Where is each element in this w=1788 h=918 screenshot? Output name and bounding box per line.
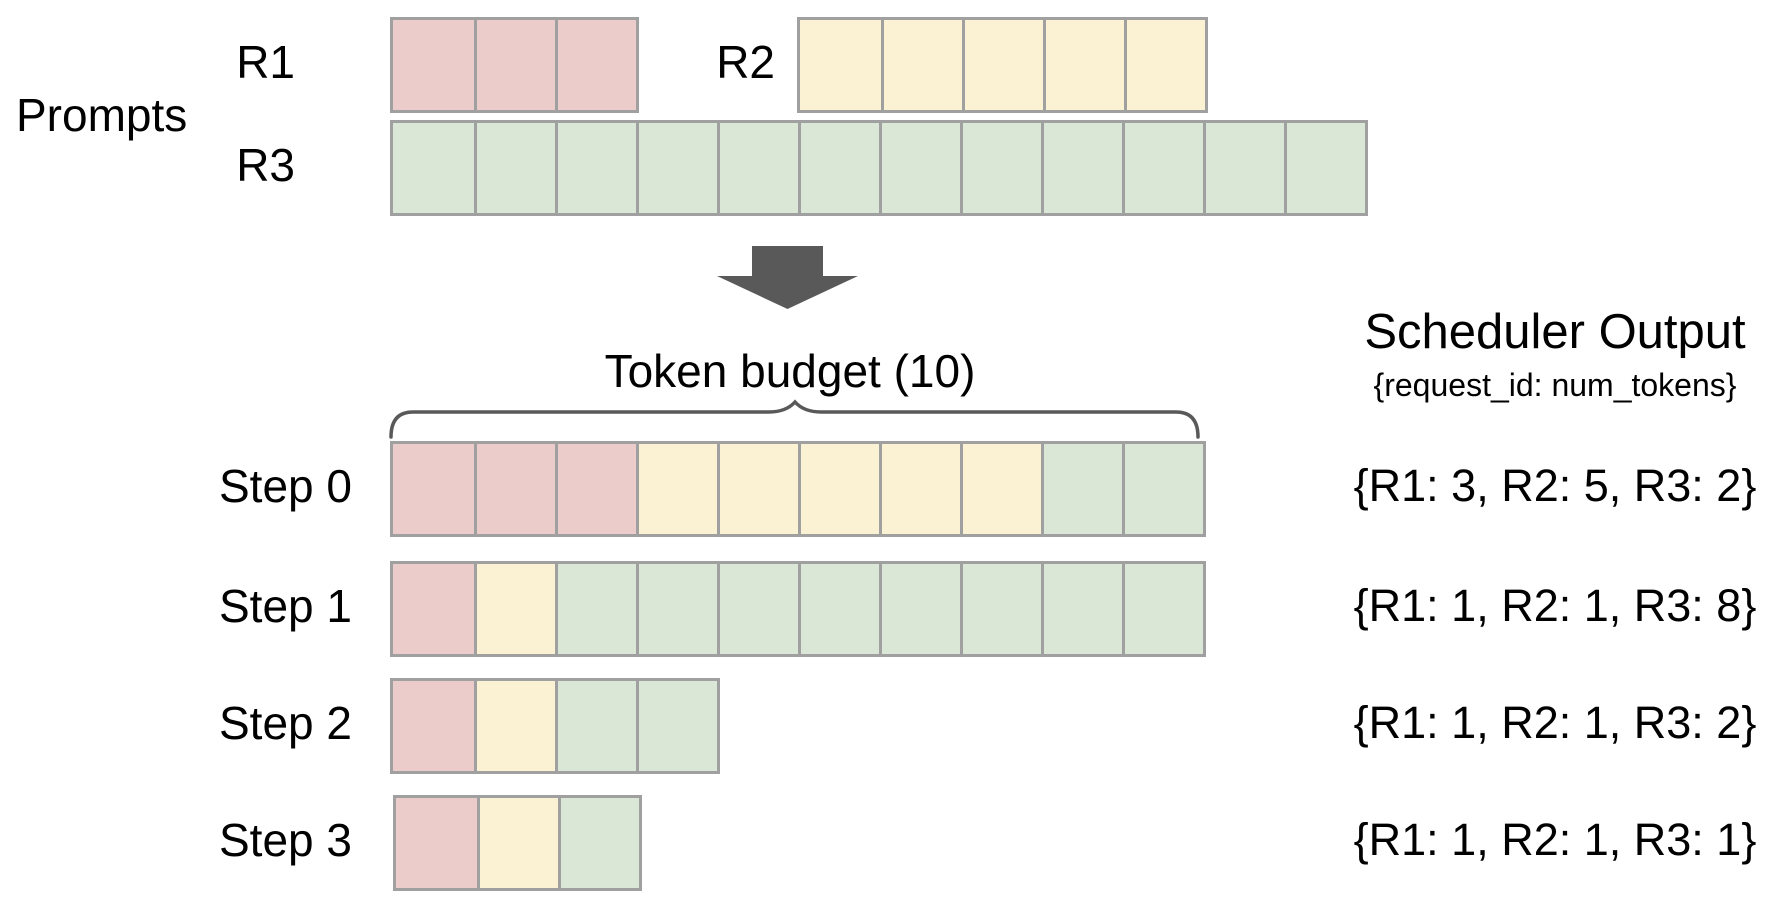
step-label-0: Step 0 [219, 460, 352, 512]
token-cell-r3 [558, 798, 639, 888]
token-cell-r3 [879, 123, 960, 213]
token-cell-r2 [879, 444, 960, 534]
token-cell-r2 [474, 564, 555, 654]
token-cell-r1 [393, 564, 474, 654]
token-cell-r3 [1284, 123, 1365, 213]
step-label-2: Step 2 [219, 697, 352, 749]
token-cell-r3 [636, 681, 717, 771]
token-cell-r3 [1041, 564, 1122, 654]
token-cell-r3 [474, 123, 555, 213]
token-cell-r1 [474, 20, 555, 110]
token-cell-r1 [555, 444, 636, 534]
request-label-r2: R2 [716, 36, 775, 88]
prompt-row-r1 [390, 17, 639, 113]
token-cell-r2 [474, 681, 555, 771]
token-cell-r1 [393, 20, 474, 110]
down-arrow-icon [717, 246, 858, 309]
token-cell-r3 [717, 123, 798, 213]
request-label-r3: R3 [236, 139, 295, 191]
token-cell-r3 [1203, 123, 1284, 213]
step-row-3 [393, 795, 642, 891]
token-cell-r3 [798, 123, 879, 213]
prompt-row-r3 [390, 120, 1368, 216]
token-cell-r3 [1122, 564, 1203, 654]
budget-brace [389, 399, 1200, 439]
token-cell-r3 [1122, 123, 1203, 213]
step-output-2: {R1: 1, R2: 1, R3: 2} [1353, 697, 1757, 748]
step-output-1: {R1: 1, R2: 1, R3: 8} [1353, 580, 1757, 631]
scheduler-output-subtitle: {request_id: num_tokens} [1373, 367, 1737, 403]
step-row-0 [390, 441, 1206, 537]
token-cell-r3 [393, 123, 474, 213]
prompts-label: Prompts [16, 89, 188, 141]
token-cell-r3 [1041, 444, 1122, 534]
token-cell-r2 [881, 20, 962, 110]
token-cell-r2 [717, 444, 798, 534]
token-cell-r3 [1041, 123, 1122, 213]
request-label-r1: R1 [236, 36, 295, 88]
token-cell-r3 [1122, 444, 1203, 534]
token-cell-r3 [636, 564, 717, 654]
prompt-row-r2 [797, 17, 1208, 113]
token-cell-r2 [962, 20, 1043, 110]
step-output-0: {R1: 3, R2: 5, R3: 2} [1353, 460, 1757, 511]
token-cell-r2 [477, 798, 558, 888]
token-cell-r3 [555, 123, 636, 213]
token-cell-r2 [800, 20, 881, 110]
token-cell-r3 [879, 564, 960, 654]
token-cell-r1 [555, 20, 636, 110]
step-label-1: Step 1 [219, 580, 352, 632]
token-cell-r2 [798, 444, 879, 534]
token-cell-r2 [960, 444, 1041, 534]
scheduler-output-title: Scheduler Output [1364, 305, 1746, 359]
step-label-3: Step 3 [219, 814, 352, 866]
token-cell-r1 [396, 798, 477, 888]
token-cell-r3 [717, 564, 798, 654]
token-cell-r1 [474, 444, 555, 534]
step-row-1 [390, 561, 1206, 657]
token-budget-label: Token budget (10) [604, 345, 976, 397]
step-row-2 [390, 678, 720, 774]
token-cell-r3 [798, 564, 879, 654]
token-cell-r3 [960, 123, 1041, 213]
step-output-3: {R1: 1, R2: 1, R3: 1} [1353, 814, 1757, 865]
token-cell-r2 [1043, 20, 1124, 110]
token-cell-r3 [636, 123, 717, 213]
token-cell-r1 [393, 681, 474, 771]
token-cell-r3 [555, 564, 636, 654]
token-cell-r3 [960, 564, 1041, 654]
token-cell-r2 [1124, 20, 1205, 110]
token-cell-r2 [636, 444, 717, 534]
token-cell-r1 [393, 444, 474, 534]
token-cell-r3 [555, 681, 636, 771]
